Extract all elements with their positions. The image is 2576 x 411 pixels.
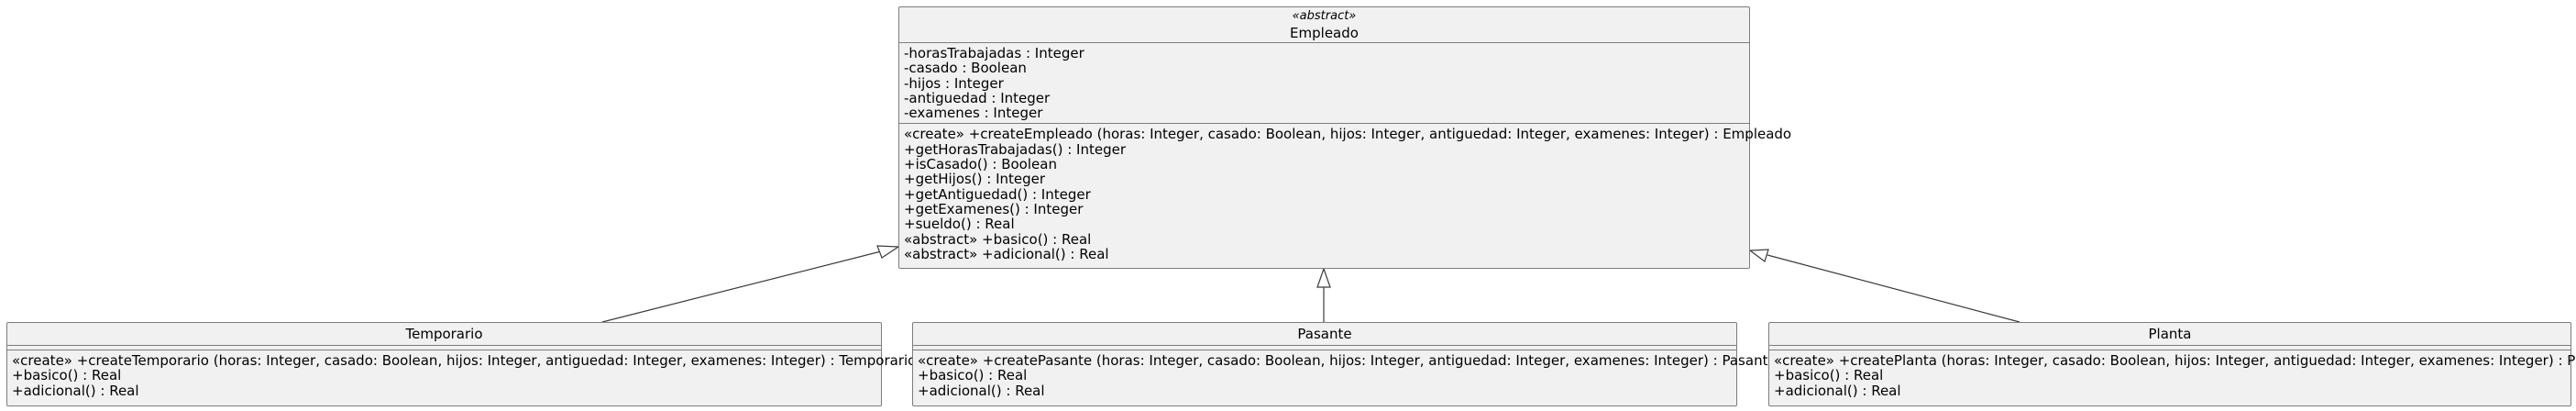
attribute: -examenes : Integer — [904, 105, 1043, 122]
generalization-arrowhead-planta — [1748, 249, 1769, 262]
attribute: -hijos : Integer — [904, 74, 1004, 92]
method: «create» +createPlanta (horas: Integer, … — [1774, 352, 2576, 369]
class-empleado-attributes: -horasTrabajadas : Integer -casado : Boo… — [899, 43, 1749, 123]
class-pasante-name: Pasante — [1297, 326, 1352, 342]
class-temporario-header: Temporario — [7, 323, 881, 346]
edge-temporario-empleado — [601, 250, 882, 323]
method: +sueldo() : Real — [904, 216, 1015, 233]
class-empleado-methods: «create» +createEmpleado (horas: Integer… — [899, 123, 1792, 264]
method: +getHijos() : Integer — [904, 171, 1046, 188]
class-planta-methods: «create» +createPlanta (horas: Integer, … — [1769, 350, 2576, 401]
class-planta-header: Planta — [1769, 323, 2570, 346]
method: «create» +createTemporario (horas: Integ… — [12, 352, 917, 369]
class-empleado: «abstract» Empleado -horasTrabajadas : I… — [898, 6, 1792, 269]
class-planta-name: Planta — [2148, 326, 2192, 342]
attribute: -horasTrabajadas : Integer — [904, 45, 1084, 61]
method: +getAntiguedad() : Integer — [904, 185, 1091, 203]
class-temporario-name: Temporario — [405, 326, 483, 342]
method: +adicional() : Real — [12, 382, 139, 399]
class-empleado-stereotype: «abstract» — [1292, 9, 1357, 23]
generalization-arrowhead-pasante — [1316, 267, 1331, 288]
generalization-arrowhead-temporario — [876, 245, 900, 259]
method: «abstract» +adicional() : Real — [904, 245, 1109, 262]
class-planta: Planta «create» +createPlanta (horas: In… — [1768, 322, 2576, 406]
class-pasante-methods: «create» +createPasante (horas: Integer,… — [913, 350, 1777, 401]
method: +isCasado() : Boolean — [904, 156, 1057, 173]
method: +getHorasTrabajadas() : Integer — [904, 140, 1126, 158]
class-empleado-name: Empleado — [1290, 25, 1359, 41]
class-pasante: Pasante «create» +createPasante (horas: … — [912, 322, 1777, 406]
method: +basico() : Real — [12, 367, 122, 384]
edge-planta-empleado — [1767, 254, 2020, 323]
method: +basico() : Real — [1774, 367, 1884, 384]
method: «create» +createPasante (horas: Integer,… — [918, 352, 1777, 369]
method: +getExamenes() : Integer — [904, 200, 1084, 217]
method: «create» +createEmpleado (horas: Integer… — [904, 126, 1792, 143]
class-temporario-methods: «create» +createTemporario (horas: Integ… — [7, 350, 917, 401]
method: +adicional() : Real — [918, 382, 1045, 399]
class-empleado-header: «abstract» Empleado — [899, 7, 1749, 43]
attribute: -casado : Boolean — [904, 60, 1027, 77]
attribute: -antiguedad : Integer — [904, 89, 1051, 106]
class-pasante-header: Pasante — [913, 323, 1736, 346]
class-temporario: Temporario «create» +createTemporario (h… — [6, 322, 917, 406]
method: +adicional() : Real — [1774, 382, 1901, 399]
method: +basico() : Real — [918, 367, 1028, 384]
method: «abstract» +basico() : Real — [904, 230, 1092, 248]
